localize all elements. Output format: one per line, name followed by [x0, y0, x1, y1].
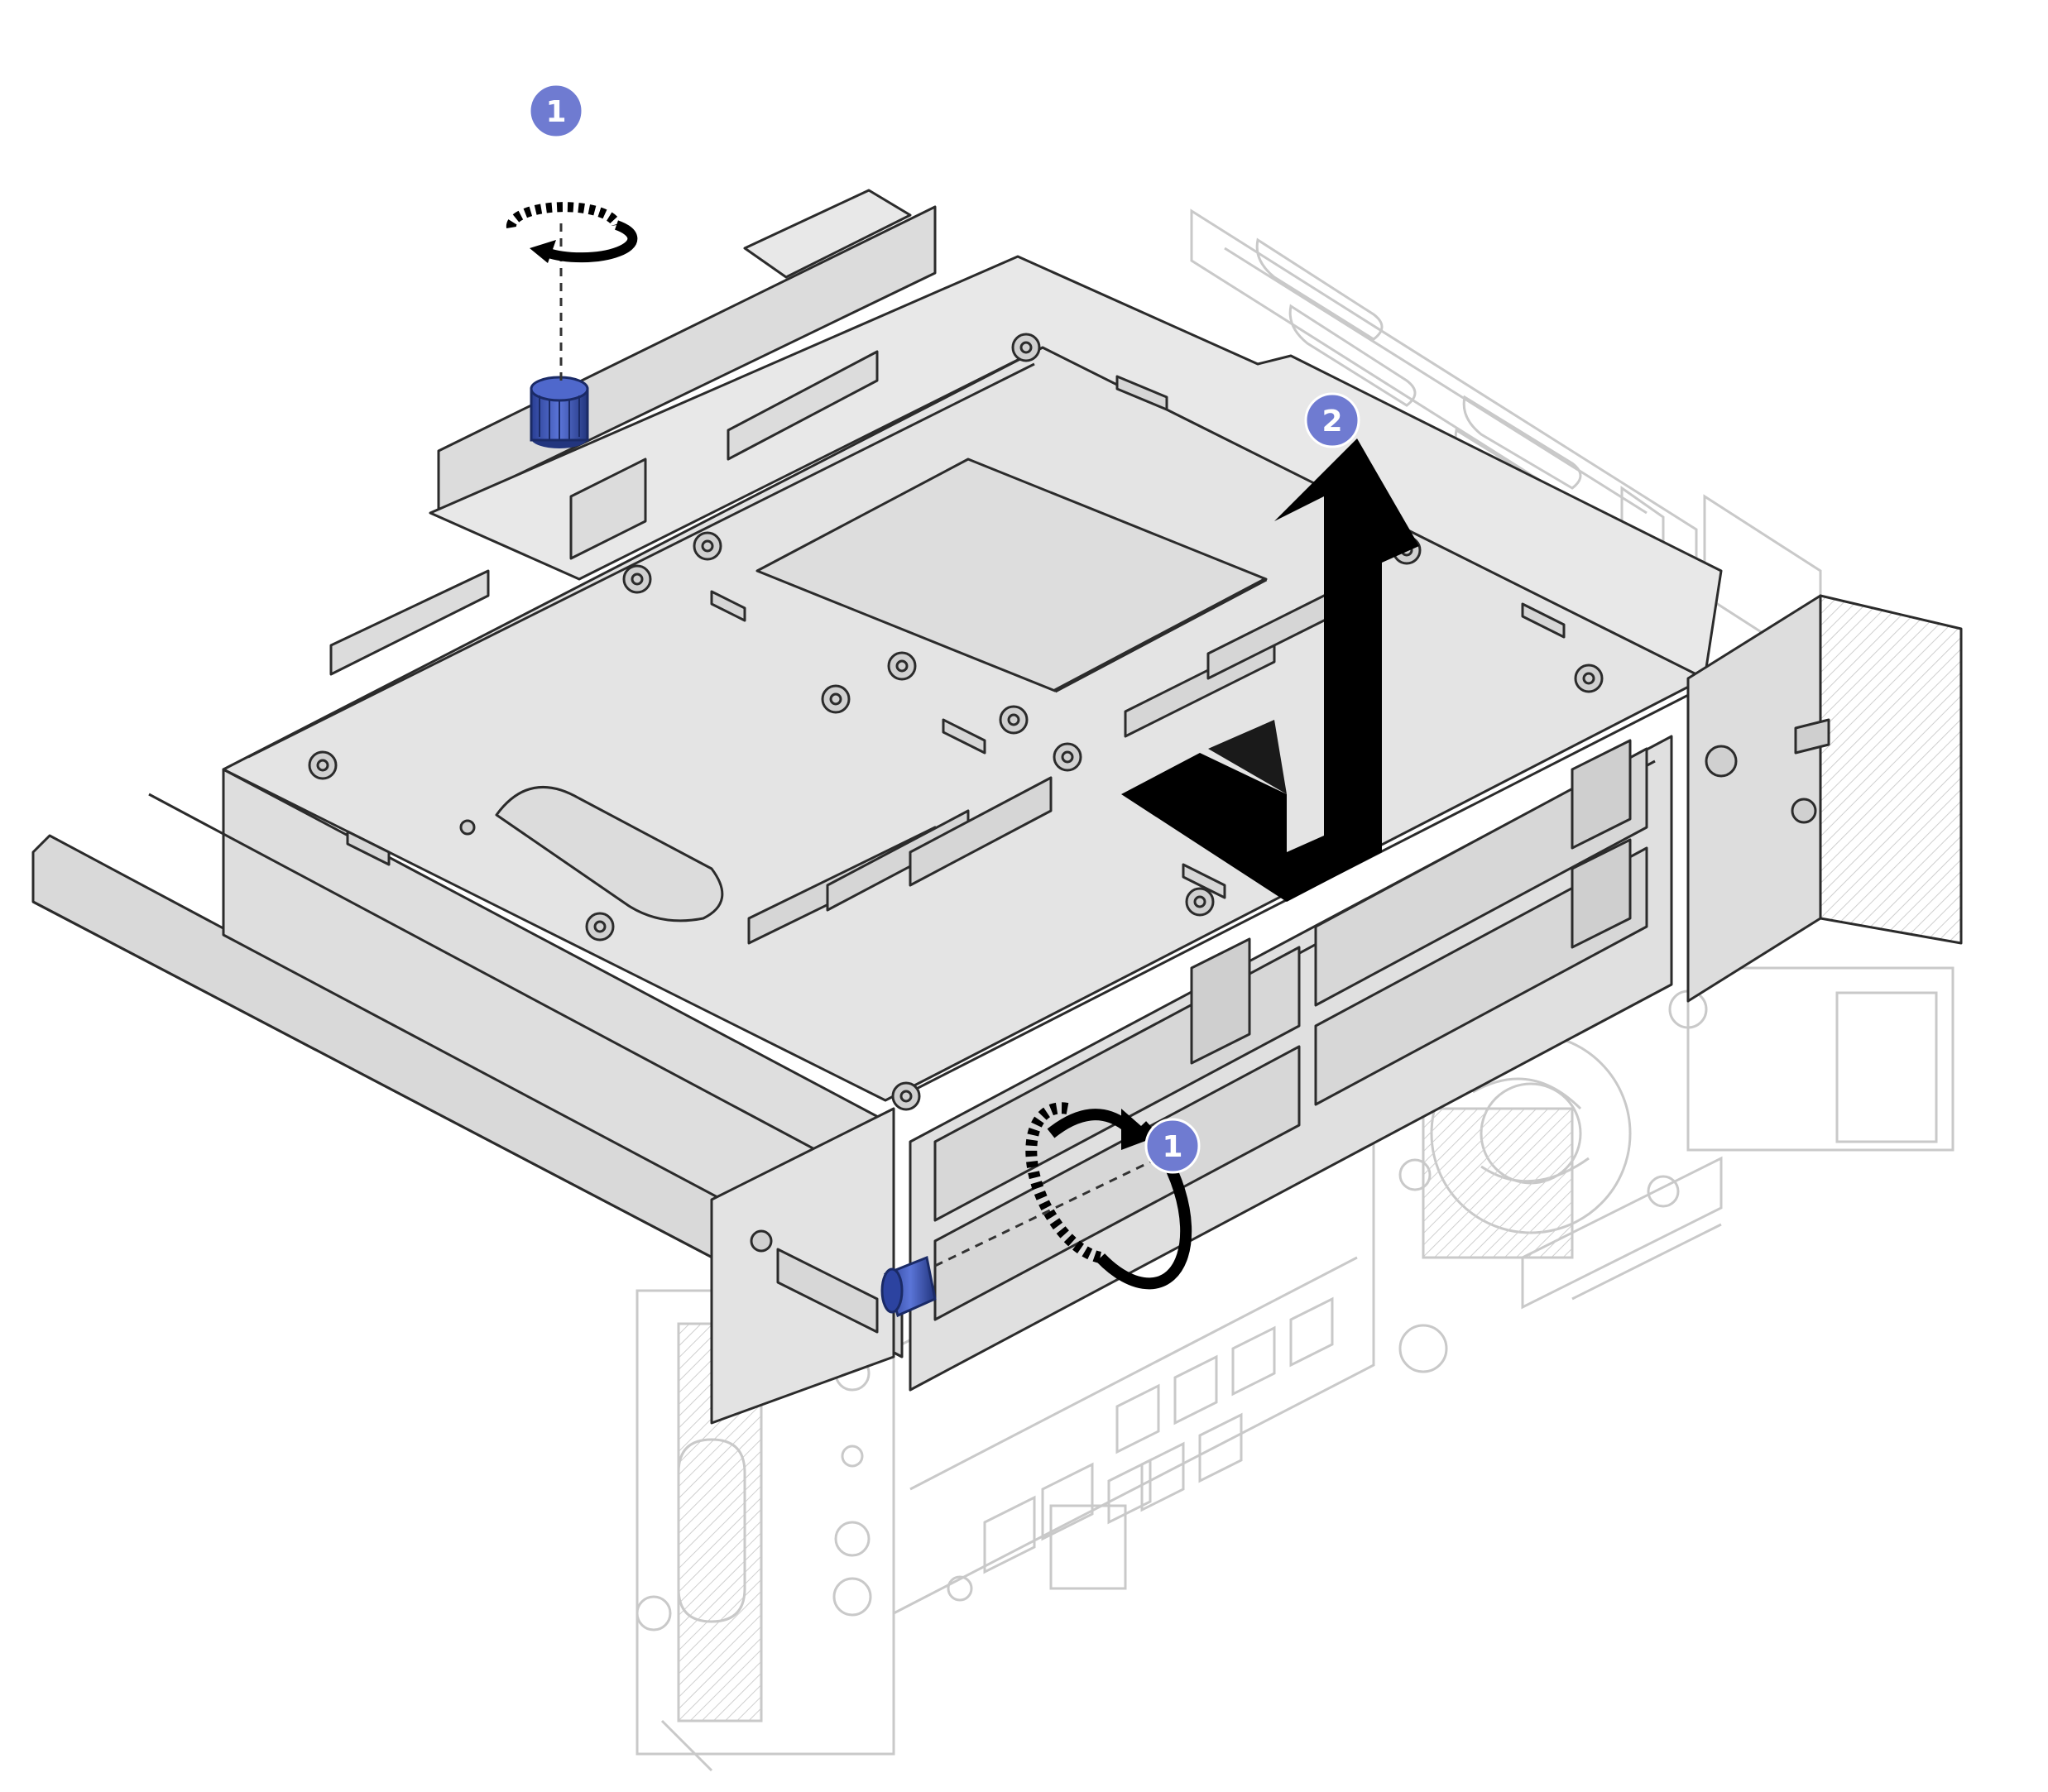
chassis-background	[636, 208, 1954, 1772]
top-thumbscrew	[530, 376, 589, 448]
callout-label: 1	[1162, 1130, 1182, 1164]
callout-step-1-top: 1	[528, 83, 584, 139]
drive-cage-assembly	[31, 189, 1963, 1425]
front-thumbscrew	[880, 1255, 937, 1318]
callout-label: 2	[1321, 405, 1342, 438]
callout-step-2: 2	[1304, 392, 1360, 448]
rotate-counterclockwise-icon	[506, 202, 638, 263]
callout-step-1-front: 1	[1144, 1118, 1201, 1174]
lift-up-arrow-icon	[1121, 438, 1419, 902]
callout-label: 1	[545, 95, 566, 129]
